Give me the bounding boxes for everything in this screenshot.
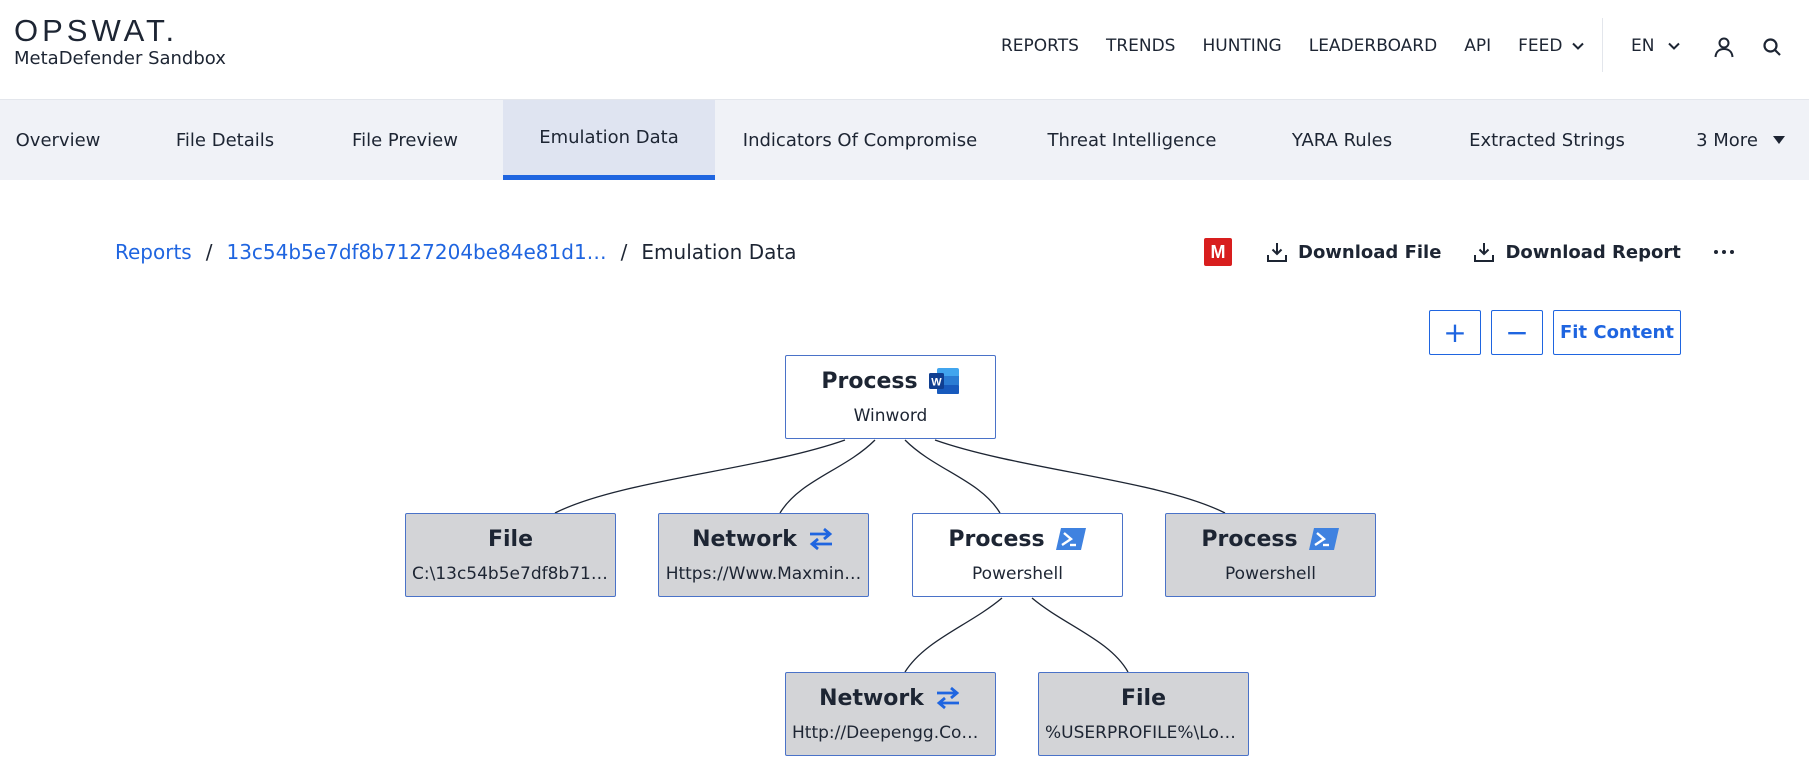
graph-edges (554, 439, 1226, 673)
edge-process-file (1031, 597, 1129, 673)
download-file-button[interactable]: Download File (1266, 241, 1441, 263)
chevron-down-icon (1668, 42, 1681, 50)
nav-api[interactable]: API (1464, 36, 1492, 56)
more-options-icon[interactable] (1713, 243, 1735, 261)
report-tabs: Overview File Details File Preview Emula… (0, 100, 1809, 180)
node-subtitle: Winword (853, 406, 928, 426)
node-subtitle: Http://Deepengg.Com… (792, 723, 995, 743)
fit-content-button[interactable]: Fit Content (1553, 310, 1681, 355)
tab-more-label: 3 More (1696, 129, 1758, 151)
graph-node-network[interactable]: Network Https://Www.Maxmin… (658, 513, 869, 597)
user-icon[interactable] (1711, 34, 1737, 60)
tab-indicators-of-compromise[interactable]: Indicators Of Compromise (742, 129, 978, 151)
search-icon[interactable] (1759, 34, 1785, 60)
tab-extracted-strings[interactable]: Extracted Strings (1469, 129, 1625, 151)
node-title: Network (692, 526, 797, 552)
edge-process-network (904, 597, 1003, 673)
graph-node-network-2[interactable]: Network Http://Deepengg.Com… (785, 672, 996, 756)
node-title: File (1120, 685, 1167, 711)
nav-leaderboard[interactable]: LEADERBOARD (1308, 36, 1438, 56)
graph-node-process-powershell[interactable]: Process Powershell (912, 513, 1123, 597)
tab-emulation-data[interactable]: Emulation Data (503, 100, 715, 180)
tab-overview[interactable]: Overview (15, 129, 101, 151)
node-subtitle: Https://Www.Maxmin… (665, 564, 862, 584)
node-title: Process (1201, 526, 1298, 552)
opswat-logo[interactable]: OPSWAT. MetaDefender Sandbox (14, 14, 226, 70)
report-actions: M Download File Download Report (1204, 238, 1735, 266)
tab-file-preview[interactable]: File Preview (352, 129, 458, 151)
graph-node-file-2[interactable]: File %USERPROFILE%\Loc… (1038, 672, 1249, 756)
graph-node-process-winword[interactable]: Process W Winword (785, 355, 996, 439)
nav-divider (1602, 18, 1603, 72)
tab-threat-intelligence[interactable]: Threat Intelligence (1047, 129, 1217, 151)
top-header: OPSWAT. MetaDefender Sandbox REPORTS TRE… (0, 0, 1809, 100)
breadcrumb-separator: / (205, 240, 213, 264)
breadcrumb-current: Emulation Data (641, 240, 797, 264)
nav-trends[interactable]: TRENDS (1105, 36, 1176, 56)
node-title: File (487, 526, 534, 552)
breadcrumb-separator: / (620, 240, 628, 264)
graph-node-process-powershell-2[interactable]: Process Powershell (1165, 513, 1376, 597)
download-report-label: Download Report (1505, 241, 1681, 263)
edge-root-file (554, 439, 846, 514)
breadcrumb-reports[interactable]: Reports (115, 240, 192, 264)
svg-text:W: W (931, 377, 942, 389)
node-subtitle: C:\13c54b5e7df8b712… (412, 564, 615, 584)
edge-root-process (904, 439, 1001, 514)
edge-root-network (779, 439, 876, 514)
breadcrumb: Reports / 13c54b5e7df8b7127204be84e81d1…… (115, 240, 796, 264)
nav-hunting[interactable]: HUNTING (1202, 36, 1282, 56)
language-label: EN (1631, 36, 1655, 56)
network-arrows-icon (809, 527, 833, 551)
tab-file-details[interactable]: File Details (175, 129, 275, 151)
node-subtitle: Powershell (1225, 564, 1316, 584)
logo-brand: OPSWAT. (14, 13, 179, 48)
download-report-button[interactable]: Download Report (1473, 241, 1681, 263)
node-subtitle: Powershell (972, 564, 1063, 584)
verdict-badge: M (1204, 238, 1232, 266)
powershell-icon (1055, 528, 1086, 550)
node-title: Process (821, 368, 918, 394)
tab-yara-rules[interactable]: YARA Rules (1291, 129, 1393, 151)
zoom-out-button[interactable]: − (1491, 310, 1543, 355)
network-arrows-icon (936, 686, 960, 710)
logo-product: MetaDefender Sandbox (14, 48, 226, 69)
tab-more[interactable]: 3 More (1686, 100, 1796, 180)
nav-feed-label: FEED (1518, 36, 1563, 56)
graph-node-file[interactable]: File C:\13c54b5e7df8b712… (405, 513, 616, 597)
powershell-icon (1308, 528, 1339, 550)
node-subtitle: %USERPROFILE%\Loc… (1045, 723, 1246, 743)
process-graph[interactable]: Process W Winword File C:\13c54b5e7df8b7… (0, 340, 1809, 761)
node-title: Process (948, 526, 1045, 552)
zoom-in-button[interactable]: + (1429, 310, 1481, 355)
chevron-down-icon (1572, 42, 1585, 50)
nav-feed[interactable]: FEED (1518, 36, 1586, 56)
download-icon (1474, 243, 1495, 262)
nav-reports[interactable]: REPORTS (1001, 36, 1079, 56)
download-file-label: Download File (1298, 241, 1442, 263)
node-title: Network (819, 685, 924, 711)
word-icon: W (928, 368, 959, 394)
download-icon (1267, 243, 1287, 262)
caret-down-icon (1772, 136, 1785, 144)
language-selector[interactable]: EN (1631, 36, 1682, 56)
breadcrumb-hash[interactable]: 13c54b5e7df8b7127204be84e81d1… (226, 240, 607, 264)
main-nav: REPORTS TRENDS HUNTING LEADERBOARD API F… (1001, 36, 1586, 56)
edge-root-process2 (934, 439, 1226, 514)
